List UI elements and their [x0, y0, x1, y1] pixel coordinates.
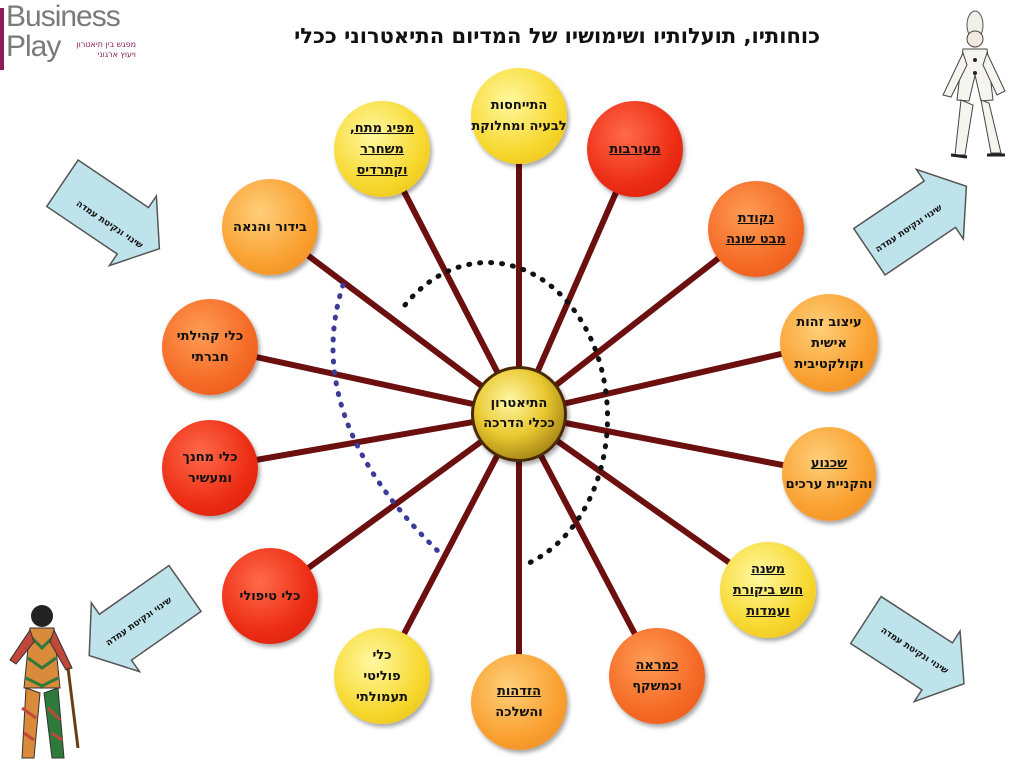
node-10: כלי טיפולי [222, 548, 318, 644]
logo-bar [0, 8, 4, 70]
arrow-top-left [45, 158, 161, 268]
spoke-11 [209, 411, 520, 471]
arrow-bottom-left [88, 564, 203, 674]
pierrot-figure [942, 10, 1006, 159]
node-label-2: מעורבות [609, 141, 661, 157]
center-label: התיאטרון ככלי הדרכה [483, 396, 555, 431]
center-node: התיאטרון ככלי הדרכה [471, 366, 567, 462]
harlequin-figure [9, 605, 80, 759]
node-2: מעורבות [587, 101, 683, 197]
business-play-logo: Business Play מפגש בין תיאטרון ויעוץ ארג… [0, 0, 140, 75]
arrow-top-right [852, 167, 968, 277]
node-13: בידור והנאה [222, 179, 318, 275]
spoke-4 [518, 340, 830, 417]
arrow-bottom-right [849, 595, 965, 704]
spoke-5 [518, 411, 830, 477]
node-label-10: כלי טיפולי [239, 588, 301, 604]
dotted-arc-blue [330, 282, 445, 558]
logo-subtitle: מפגש בין תיאטרון ויעוץ ארגוני [76, 40, 136, 59]
spoke-12 [209, 344, 520, 417]
spoke-6 [517, 411, 770, 593]
spoke-13 [268, 224, 521, 417]
spoke-7 [516, 412, 660, 678]
spoke-9 [379, 412, 522, 678]
node-label-13: בידור והנאה [233, 219, 307, 235]
spoke-10 [268, 411, 521, 599]
page-title: כוחותיו, תועלותיו ושימושיו של המדיום התי… [294, 24, 820, 48]
spoke-3 [517, 226, 758, 417]
logo-line1: Business [6, 0, 121, 33]
dotted-arc-black [402, 260, 611, 569]
spoke-14 [379, 147, 522, 416]
logo-line2: Play [6, 30, 61, 63]
